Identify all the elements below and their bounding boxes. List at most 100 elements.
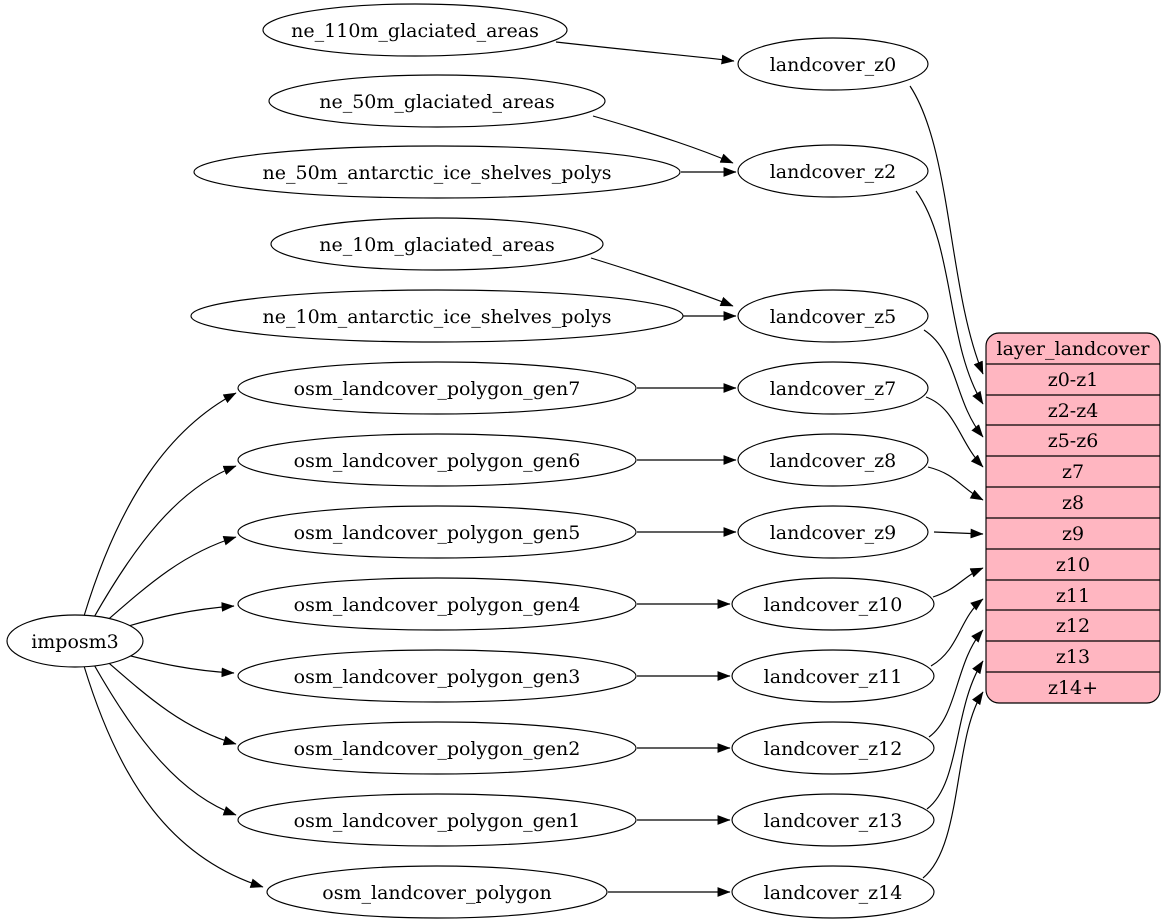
node-imposm3: imposm3 xyxy=(6,614,144,668)
node-ne-10m-glaciated-areas: ne_10m_glaciated_areas xyxy=(270,217,604,271)
node-osm-landcover-polygon-gen1: osm_landcover_polygon_gen1 xyxy=(237,793,637,847)
node-ellipse xyxy=(237,505,637,559)
node-ellipse xyxy=(731,865,935,919)
node-label: osm_landcover_polygon_gen6 xyxy=(294,450,581,472)
record-row-label: z9 xyxy=(1062,523,1084,545)
node-landcover-z9: landcover_z9 xyxy=(737,505,929,559)
node-label: landcover_z5 xyxy=(770,306,897,328)
node-landcover-z14: landcover_z14 xyxy=(731,865,935,919)
node-ellipse xyxy=(731,577,935,631)
node-landcover-z7: landcover_z7 xyxy=(737,361,929,415)
node-landcover-z5: landcover_z5 xyxy=(737,289,929,343)
node-label: landcover_z10 xyxy=(764,594,903,616)
edge-imposm3-to-gen2 xyxy=(102,657,237,746)
node-ellipse xyxy=(262,3,568,57)
node-osm-landcover-polygon-gen6: osm_landcover_polygon_gen6 xyxy=(237,433,637,487)
node-label: ne_110m_glaciated_areas xyxy=(291,20,539,42)
record-row-label: z0-z1 xyxy=(1048,369,1099,391)
node-ellipse xyxy=(268,74,606,128)
edge-z2-to-row-z2-z4 xyxy=(915,190,984,405)
record-row-label: z5-z6 xyxy=(1048,430,1099,452)
record-row-label: z12 xyxy=(1056,615,1090,637)
node-label: osm_landcover_polygon_gen4 xyxy=(294,594,581,616)
node-label: osm_landcover_polygon_gen7 xyxy=(294,378,581,400)
edge-z0-to-row-z0-z1 xyxy=(909,85,984,375)
node-ellipse xyxy=(731,793,935,847)
node-label: ne_10m_glaciated_areas xyxy=(319,234,555,256)
edge-z12-to-row-z12 xyxy=(928,629,984,738)
node-ellipse xyxy=(731,721,935,775)
node-label: osm_landcover_polygon_gen5 xyxy=(294,522,581,544)
node-ellipse xyxy=(737,505,929,559)
node-label: landcover_z8 xyxy=(770,450,897,472)
node-ellipse xyxy=(737,361,929,415)
node-label: ne_50m_antarctic_ice_shelves_polys xyxy=(263,162,612,184)
node-ellipse xyxy=(6,614,144,668)
node-label: landcover_z7 xyxy=(770,378,897,400)
node-ellipse xyxy=(737,433,929,487)
edge-ne50m-glaciated-to-z2 xyxy=(592,115,734,164)
edge-imposm3-to-polygon xyxy=(83,665,264,888)
node-ellipse xyxy=(237,649,637,703)
record-row-label: z14+ xyxy=(1048,677,1098,699)
edge-imposm3-to-gen7 xyxy=(83,392,237,617)
node-ne-50m-glaciated-areas: ne_50m_glaciated_areas xyxy=(268,74,606,128)
node-label: osm_landcover_polygon xyxy=(322,882,551,904)
node-landcover-z0: landcover_z0 xyxy=(737,37,929,91)
node-osm-landcover-polygon: osm_landcover_polygon xyxy=(266,865,608,919)
edge-z7-to-row-z7 xyxy=(925,396,984,468)
record-row-label: z7 xyxy=(1062,461,1084,483)
node-osm-landcover-polygon-gen5: osm_landcover_polygon_gen5 xyxy=(237,505,637,559)
node-ellipse xyxy=(737,144,929,198)
node-ellipse xyxy=(237,433,637,487)
node-label: landcover_z11 xyxy=(764,666,903,688)
node-ellipse xyxy=(237,793,637,847)
edge-z9-to-row-z9 xyxy=(933,528,984,539)
node-landcover-z12: landcover_z12 xyxy=(731,721,935,775)
node-ellipse xyxy=(237,721,637,775)
node-label: landcover_z12 xyxy=(764,738,903,760)
node-ellipse xyxy=(731,649,935,703)
edge-z8-to-row-z8 xyxy=(927,466,984,501)
record-row-label: z10 xyxy=(1056,554,1090,576)
node-landcover-z8: landcover_z8 xyxy=(737,433,929,487)
edge-ne10m-glaciated-to-z5 xyxy=(590,257,734,307)
node-label: ne_50m_glaciated_areas xyxy=(319,91,555,113)
edge-imposm3-to-gen1 xyxy=(92,662,237,816)
edge-z10-to-row-z10 xyxy=(932,567,984,598)
node-ellipse xyxy=(737,289,929,343)
node-landcover-z2: landcover_z2 xyxy=(737,144,929,198)
node-ne-110m-glaciated-areas: ne_110m_glaciated_areas xyxy=(262,3,568,57)
node-label: landcover_z9 xyxy=(770,522,897,544)
edge-layer xyxy=(83,41,984,897)
node-ne-10m-antarctic-ice-shelves-polys: ne_10m_antarctic_ice_shelves_polys xyxy=(190,289,684,343)
node-landcover-z10: landcover_z10 xyxy=(731,577,935,631)
edge-imposm3-to-gen6 xyxy=(92,465,237,620)
node-osm-landcover-polygon-gen3: osm_landcover_polygon_gen3 xyxy=(237,649,637,703)
node-landcover-z11: landcover_z11 xyxy=(731,649,935,703)
record-row-label: z11 xyxy=(1056,585,1090,607)
edge-imposm3-to-gen5 xyxy=(102,536,237,625)
node-label: landcover_z2 xyxy=(770,161,897,183)
node-ellipse xyxy=(266,865,608,919)
edge-z11-to-row-z11 xyxy=(930,598,984,667)
node-landcover-z13: landcover_z13 xyxy=(731,793,935,847)
node-osm-landcover-polygon-gen7: osm_landcover_polygon_gen7 xyxy=(237,361,637,415)
node-ellipse xyxy=(193,145,681,199)
node-label: landcover_z0 xyxy=(770,54,897,76)
node-ellipse xyxy=(737,37,929,91)
node-label: landcover_z13 xyxy=(764,810,903,832)
edge-z14-to-row-z14plus xyxy=(922,691,984,879)
edge-z13-to-row-z13 xyxy=(926,660,984,810)
record-row-label: z13 xyxy=(1056,646,1090,668)
node-label: landcover_z14 xyxy=(764,882,903,904)
node-ellipse xyxy=(190,289,684,343)
node-ne-50m-antarctic-ice-shelves-polys: ne_50m_antarctic_ice_shelves_polys xyxy=(193,145,681,199)
record-layer-landcover: layer_landcover z0-z1 z2-z4 z5-z6 z7 z8 … xyxy=(985,332,1161,704)
node-osm-landcover-polygon-gen2: osm_landcover_polygon_gen2 xyxy=(237,721,637,775)
node-label: ne_10m_antarctic_ice_shelves_polys xyxy=(263,306,612,328)
edge-ne110m-to-z0 xyxy=(555,41,735,65)
node-ellipse xyxy=(237,577,637,631)
node-label: osm_landcover_polygon_gen1 xyxy=(294,810,581,832)
